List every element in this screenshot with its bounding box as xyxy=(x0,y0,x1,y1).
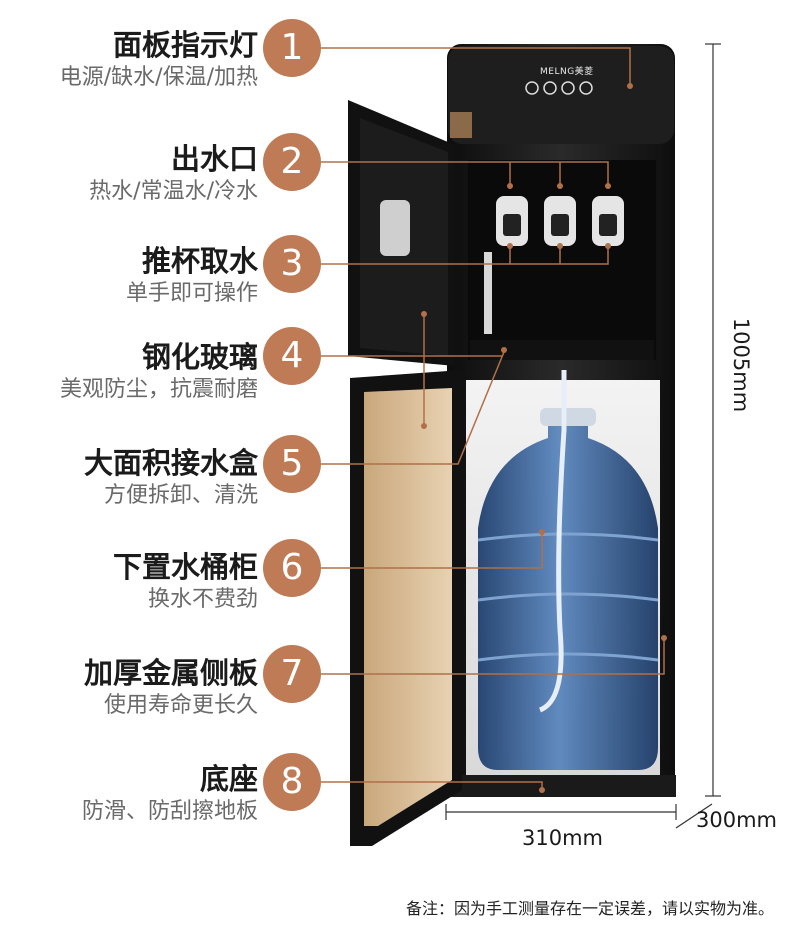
height-dimension: 1005mm xyxy=(729,317,753,413)
feature-subtitle: 使用寿命更长久 xyxy=(103,693,258,718)
feature-title: 出水口 xyxy=(170,142,258,176)
number-badge-3: 3 xyxy=(263,235,321,293)
leader-dots xyxy=(421,83,667,793)
water-outlet-hot xyxy=(496,196,528,246)
feature-title: 钢化玻璃 xyxy=(141,340,258,374)
number-badge-5: 5 xyxy=(263,435,321,493)
feature-8: 底座 防滑、防刮擦地板 xyxy=(82,762,258,826)
feature-subtitle: 热水/常温水/冷水 xyxy=(89,179,258,204)
brand-logo: MELNG美菱 xyxy=(540,67,594,77)
glass-door-lower xyxy=(350,370,462,846)
feature-1: 面板指示灯 电源/缺水/保温/加热 xyxy=(60,28,258,92)
water-bottle xyxy=(477,370,659,770)
drip-tray xyxy=(470,340,654,360)
top-panel xyxy=(448,46,674,144)
feature-2: 出水口 热水/常温水/冷水 xyxy=(89,142,258,206)
feature-title: 加厚金属侧板 xyxy=(83,656,258,690)
feature-title: 底座 xyxy=(199,762,258,796)
base-plate xyxy=(446,775,676,797)
feature-title: 下置水桶柜 xyxy=(112,550,258,584)
width-dimension: 310mm xyxy=(522,826,603,850)
water-outlet-normal xyxy=(544,196,576,246)
footnote: 备注：因为手工测量存在一定误差，请以实物为准。 xyxy=(405,899,774,918)
number-badge-4: 4 xyxy=(263,327,321,385)
feature-subtitle: 单手即可操作 xyxy=(125,281,258,306)
feature-7: 加厚金属侧板 使用寿命更长久 xyxy=(84,656,258,720)
water-outlet-cold xyxy=(592,196,624,246)
number-badge-1: 1 xyxy=(263,19,321,77)
feature-title: 推杯取水 xyxy=(141,244,258,278)
feature-4: 钢化玻璃 美观防尘，抗震耐磨 xyxy=(60,340,258,404)
number-badge-8: 8 xyxy=(263,753,321,811)
feature-6: 下置水桶柜 换水不费劲 xyxy=(113,550,258,614)
dispensing-area xyxy=(468,160,656,360)
number-badge-6: 6 xyxy=(263,539,321,597)
panel-indicator-lights xyxy=(525,81,593,95)
feature-title: 大面积接水盒 xyxy=(83,446,258,480)
dimension-lines xyxy=(445,43,721,829)
feature-subtitle: 电源/缺水/保温/加热 xyxy=(59,65,258,90)
feature-3: 推杯取水 单手即可操作 xyxy=(126,244,258,308)
glass-door-upper xyxy=(348,100,455,366)
number-badge-2: 2 xyxy=(263,133,321,191)
depth-dimension: 300mm xyxy=(696,808,777,832)
feature-subtitle: 防滑、防刮擦地板 xyxy=(81,799,258,824)
feature-subtitle: 换水不费劲 xyxy=(147,587,258,612)
feature-5: 大面积接水盒 方便拆卸、清洗 xyxy=(84,446,258,510)
feature-title: 面板指示灯 xyxy=(112,28,258,62)
feature-subtitle: 方便拆卸、清洗 xyxy=(103,483,258,508)
feature-subtitle: 美观防尘，抗震耐磨 xyxy=(59,377,258,402)
number-badge-7: 7 xyxy=(263,645,321,703)
